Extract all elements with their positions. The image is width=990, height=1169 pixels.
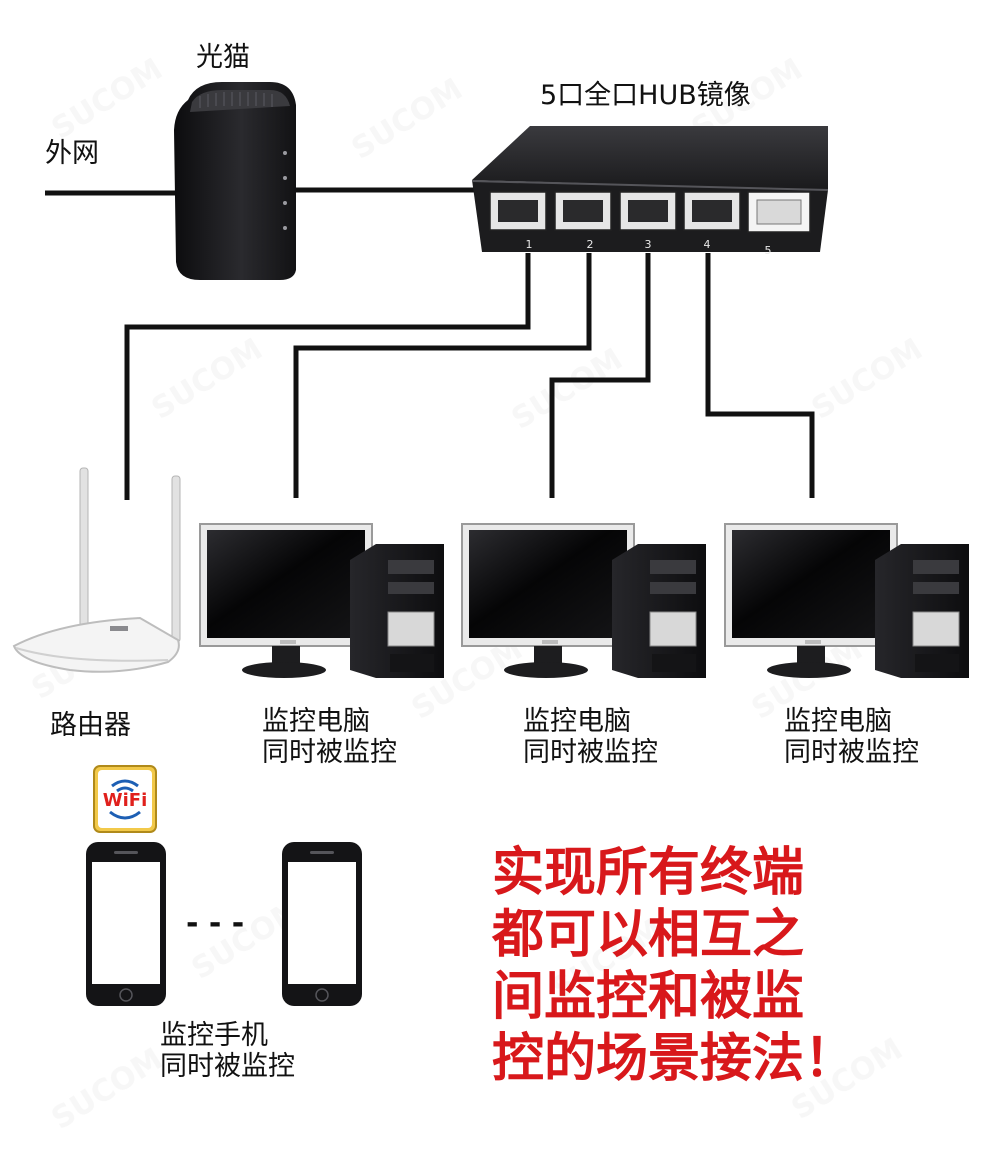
caption-line-1: 实现所有终端 (492, 843, 805, 903)
svg-text:SUCOM: SUCOM (46, 52, 169, 147)
modem-label: 光猫 (196, 42, 250, 73)
computer-icon-1 (199, 523, 444, 678)
cable-port4-pc3 (705, 253, 815, 498)
wifi-badge-text: WiFi (103, 790, 148, 811)
smartphone-icon-2 (282, 842, 362, 1006)
cable-port1-router (124, 253, 531, 500)
pc-label-2: 监控电脑 同时被监控 (523, 706, 658, 768)
cable-port3-pc2 (549, 253, 651, 498)
pc-label-line2: 同时被监控 (262, 737, 397, 768)
caption-line-4: 控的场景接法！ (492, 1029, 857, 1089)
cable-port2-pc1 (293, 253, 592, 498)
hub-icon: 1 2 3 4 5 (471, 126, 829, 257)
computer-icon-2 (461, 523, 706, 678)
port-number-label: 4 (704, 238, 711, 251)
pc-label-3: 监控电脑 同时被监控 (784, 706, 919, 768)
computer-icon-3 (724, 523, 969, 678)
hub-label-text: 5口全口HUB镜像 (540, 80, 751, 111)
hub-ports (489, 191, 811, 233)
router-label-text: 路由器 (50, 710, 131, 741)
port-number-labels: 1 2 3 4 5 (526, 238, 772, 257)
port-number-label: 3 (645, 238, 652, 251)
pc-label-line1: 监控电脑 (523, 706, 631, 737)
port-number-label: 2 (587, 238, 594, 251)
wan-label: 外网 (45, 138, 99, 169)
wifi-icon: WiFi (93, 765, 157, 833)
pc-label-line1: 监控电脑 (784, 706, 892, 737)
caption: 实现所有终端 都可以相互之 间监控和被监 控的场景接法！ (492, 842, 856, 1090)
pc-label-1: 监控电脑 同时被监控 (262, 706, 397, 768)
port-number-label: 1 (526, 238, 533, 251)
wan-label-text: 外网 (45, 138, 99, 169)
svg-text:SUCOM: SUCOM (506, 342, 629, 437)
phone-label-line2: 同时被监控 (160, 1051, 295, 1082)
cables (45, 187, 815, 500)
router-label: 路由器 (50, 710, 131, 741)
modem-icon (174, 82, 296, 280)
caption-line-2: 都可以相互之 (492, 905, 805, 965)
port-number-label: 5 (765, 244, 772, 257)
svg-text:SUCOM: SUCOM (806, 332, 929, 427)
hub-label: 5口全口HUB镜像 (540, 80, 751, 111)
router-icon (12, 467, 181, 673)
svg-text:SUCOM: SUCOM (346, 72, 469, 167)
phone-dashes-text: - - - (186, 906, 245, 941)
pc-label-line2: 同时被监控 (784, 737, 919, 768)
pc-label-line1: 监控电脑 (262, 706, 370, 737)
phone-label: 监控手机 同时被监控 (160, 1020, 295, 1082)
phone-dashes: - - - (186, 908, 244, 939)
smartphone-icon-1 (86, 842, 166, 1006)
pc-label-line2: 同时被监控 (523, 737, 658, 768)
svg-text:SUCOM: SUCOM (46, 1042, 169, 1137)
svg-text:SUCOM: SUCOM (146, 332, 269, 427)
phone-label-line1: 监控手机 (160, 1020, 268, 1051)
caption-line-3: 间监控和被监 (492, 967, 805, 1027)
modem-label-text: 光猫 (196, 42, 250, 73)
